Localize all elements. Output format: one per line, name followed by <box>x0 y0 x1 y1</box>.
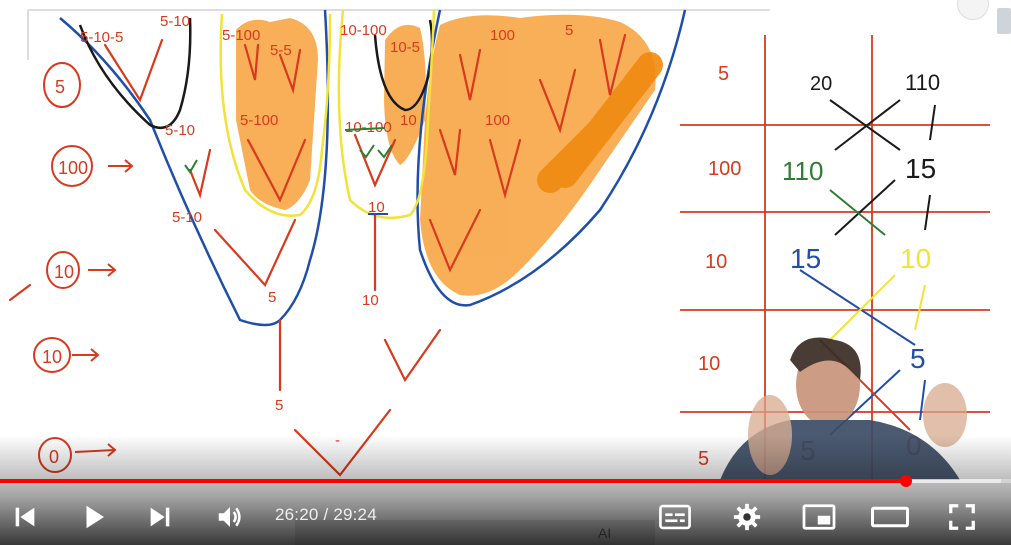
gear-icon <box>733 503 761 531</box>
svg-text:10: 10 <box>705 251 727 273</box>
svg-text:10: 10 <box>900 243 931 274</box>
left-label-3: 10 <box>42 347 62 367</box>
progress-bar[interactable] <box>0 475 1011 487</box>
play-button[interactable] <box>74 497 114 537</box>
left-label-2: 10 <box>54 262 74 282</box>
svg-text:5-10: 5-10 <box>165 122 195 139</box>
green-ticks <box>184 127 393 174</box>
left-labels: 5 100 10 10 0 <box>42 77 88 467</box>
blue-outline-right <box>416 9 687 307</box>
left-circles <box>33 62 134 473</box>
time-separator: / <box>318 505 334 524</box>
svg-text:20: 20 <box>810 73 832 95</box>
miniplayer-icon <box>802 504 836 530</box>
skip-next-icon <box>150 507 170 527</box>
time-current: 26:20 <box>275 505 319 524</box>
svg-text:5-5: 5-5 <box>270 42 292 59</box>
svg-text:5: 5 <box>910 343 926 374</box>
orange-dark-stroke <box>537 52 663 193</box>
svg-text:5-10-5: 5-10-5 <box>80 29 123 46</box>
miniplayer-button[interactable] <box>799 497 839 537</box>
fullscreen-button[interactable] <box>942 497 982 537</box>
sidebar-thumbnail <box>997 8 1011 34</box>
svg-text:10: 10 <box>368 199 385 216</box>
svg-text:10-100: 10-100 <box>345 119 392 136</box>
svg-text:5-100: 5-100 <box>240 112 278 129</box>
skip-previous-icon <box>15 507 35 527</box>
previous-button[interactable] <box>5 497 45 537</box>
svg-text:5: 5 <box>565 22 573 39</box>
next-button[interactable] <box>140 497 180 537</box>
theater-icon <box>871 506 909 528</box>
subtitles-icon <box>659 504 691 530</box>
time-total: 29:24 <box>333 505 377 524</box>
fullscreen-icon <box>949 504 975 530</box>
subtitles-button[interactable] <box>655 497 695 537</box>
theater-button[interactable] <box>870 497 910 537</box>
played-fill <box>0 479 906 483</box>
svg-text:5-100: 5-100 <box>222 27 260 44</box>
svg-text:5: 5 <box>275 397 283 414</box>
volume-button[interactable] <box>210 497 250 537</box>
svg-text:5-10: 5-10 <box>160 13 190 30</box>
yellow-outline-right <box>337 9 436 220</box>
svg-text:10-100: 10-100 <box>340 22 387 39</box>
scrubber-handle[interactable] <box>899 475 912 487</box>
left-label-0: 5 <box>55 77 65 97</box>
svg-text:10: 10 <box>400 112 417 129</box>
settings-button[interactable] <box>727 497 767 537</box>
grid-values: 20 110 110 15 15 10 5 5 0 <box>782 70 940 466</box>
svg-text:110: 110 <box>782 156 823 186</box>
svg-text:5: 5 <box>268 289 276 306</box>
play-icon <box>86 505 104 529</box>
grid-row-labels: 5 100 10 10 5 <box>698 63 741 470</box>
svg-text:10: 10 <box>362 292 379 309</box>
svg-text:10: 10 <box>698 353 720 375</box>
svg-text:100: 100 <box>490 27 515 44</box>
svg-text:110: 110 <box>905 70 940 95</box>
svg-text:100: 100 <box>708 158 741 180</box>
volume-icon <box>218 507 241 527</box>
left-label-1: 100 <box>58 158 88 178</box>
svg-text:5-10: 5-10 <box>172 209 202 226</box>
yellow-outline-left <box>219 13 332 217</box>
tree-labels: 5-10-5 5-10 5-10 5-100 5-5 10-100 10-5 1… <box>80 13 573 449</box>
time-display: 26:20 / 29:24 <box>275 505 377 525</box>
controls-gradient <box>0 435 1011 545</box>
svg-text:100: 100 <box>485 112 510 129</box>
black-outline-left <box>78 17 192 130</box>
svg-text:15: 15 <box>790 243 821 274</box>
svg-text:5: 5 <box>718 63 729 85</box>
svg-text:10-5: 10-5 <box>390 39 420 56</box>
red-tree-strokes <box>8 33 627 477</box>
svg-text:15: 15 <box>905 153 936 184</box>
blue-outline-left <box>59 9 330 327</box>
